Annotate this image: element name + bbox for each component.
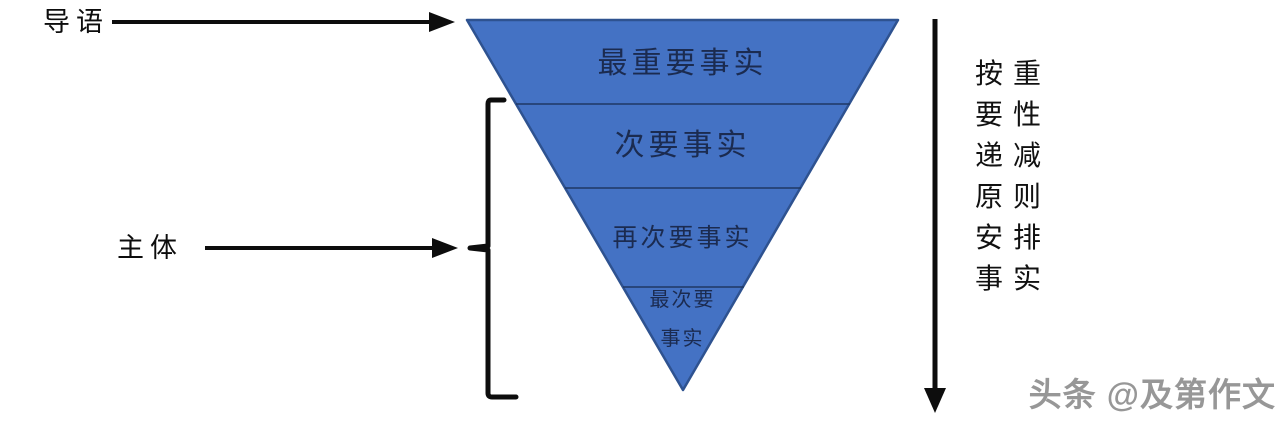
funnel-section-1-label: 最重要事实 xyxy=(597,47,768,80)
brace-left-icon xyxy=(467,97,519,400)
importance-note-line-1: 按重 xyxy=(974,59,1051,90)
lead-label: 导语 xyxy=(43,7,109,37)
funnel-section-2-label: 次要事实 xyxy=(614,129,751,162)
funnel-section-4-line2: 事实 xyxy=(660,328,705,350)
importance-note-line-3: 递减 xyxy=(974,141,1051,172)
funnel-section-3-label: 再次要事实 xyxy=(612,225,753,252)
importance-note-line-5: 安排 xyxy=(974,223,1051,254)
funnel-section-4-label: 最次要 事实 xyxy=(467,281,898,359)
toutiao-watermark: 头条 @及第作文 xyxy=(1028,376,1276,413)
body-label: 主体 xyxy=(117,233,183,263)
importance-note-line-2: 要性 xyxy=(974,100,1051,131)
importance-note-line-6: 事实 xyxy=(974,264,1051,295)
funnel-section-4-line1: 最次要 xyxy=(649,289,716,311)
funnel-shape xyxy=(465,18,900,392)
importance-note: 按重 要性 递减 原则 安排 事实 xyxy=(962,54,1054,300)
lead-arrow-icon xyxy=(112,12,455,32)
body-arrow-icon xyxy=(205,238,458,258)
importance-note-line-4: 原则 xyxy=(974,182,1051,213)
importance-down-arrow-icon xyxy=(924,19,946,413)
